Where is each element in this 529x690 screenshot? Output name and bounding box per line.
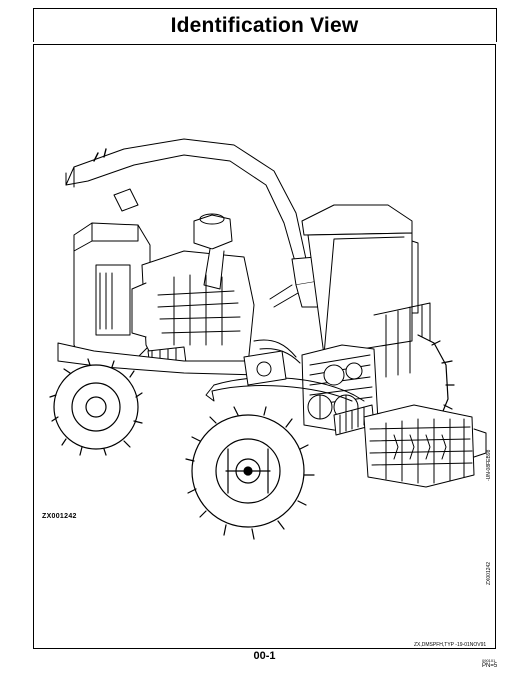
page-pn: PN=5: [482, 663, 498, 669]
side-code-upper: -UN-08FEB98: [486, 449, 492, 481]
page-number: 00-1: [253, 650, 276, 662]
figure-callout: ZX001242: [42, 513, 77, 520]
figure-footer-code: ZX,DMSPFH,TYP -19-01NOV91: [414, 642, 487, 648]
page-title: Identification View: [170, 14, 359, 37]
header-rule-right: [496, 8, 497, 42]
figure-frame: ZX001242 -UN-08FEB98 ZX001242 ZX,DMSPFH,…: [33, 44, 496, 649]
page-date: 090101: [482, 658, 496, 663]
header-rule-left: [33, 8, 34, 42]
header-rule: [33, 8, 496, 9]
line-drawing-icon: [49, 138, 487, 540]
side-code-lower: ZX001242: [486, 561, 492, 585]
